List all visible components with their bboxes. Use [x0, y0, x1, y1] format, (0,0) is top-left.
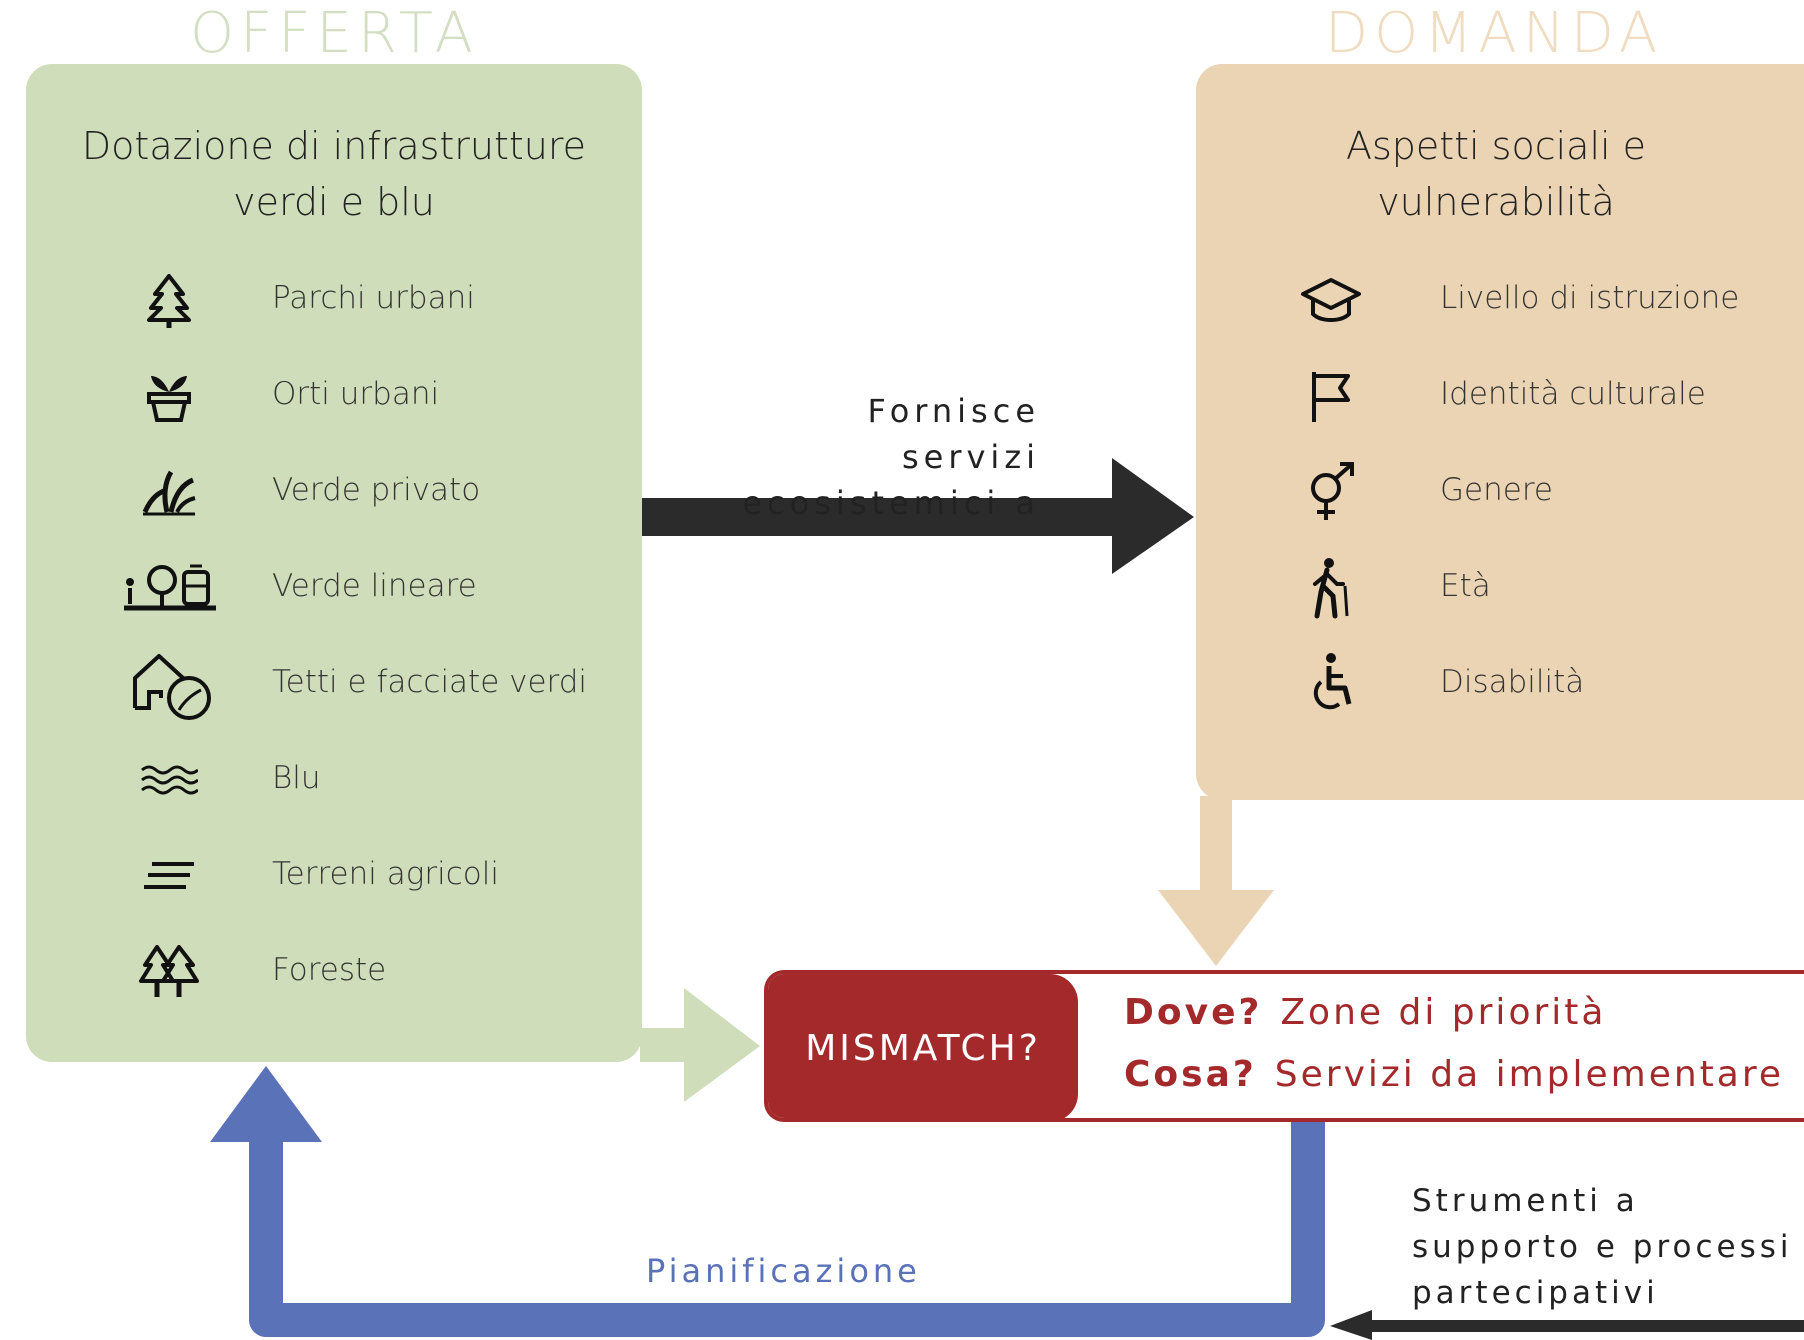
domanda-heading-text: Aspetti sociali e vulnerabilità	[1345, 124, 1647, 224]
wheelchair-icon	[1296, 653, 1366, 714]
planning-label: Pianificazione	[646, 1252, 921, 1290]
mismatch-what-question: Cosa?	[1124, 1054, 1257, 1095]
domanda-heading: Aspetti sociali e vulnerabilità	[1196, 118, 1796, 230]
tree-icon	[134, 270, 204, 330]
mismatch-where-answer: Zone di priorità	[1280, 992, 1607, 1033]
planning-loop-arrow	[210, 1066, 1325, 1337]
house-leaf-icon	[126, 654, 216, 720]
offerta-item: Verde privato	[26, 456, 642, 526]
tools-support-arrow	[1330, 1310, 1804, 1340]
potted-plant-icon	[134, 366, 204, 426]
mismatch-box: MISMATCH? Dove? Zone di priorità Cosa? Ser…	[764, 970, 1804, 1122]
domanda-item: Genere	[1196, 456, 1804, 526]
domanda-item-label: Genere	[1440, 472, 1553, 508]
offerta-item-label: Tetti e facciate verdi	[272, 664, 588, 700]
supply-to-mismatch-arrow	[640, 988, 760, 1102]
field-lines-icon	[134, 846, 204, 906]
offerta-item: Verde lineare	[26, 552, 642, 622]
mismatch-what-answer: Servizi da implementare	[1274, 1054, 1785, 1095]
domanda-panel: Aspetti sociali e vulnerabilità Livello …	[1196, 64, 1804, 800]
offerta-item-label: Orti urbani	[272, 376, 440, 412]
mismatch-what-line: Cosa? Servizi da implementare	[1124, 1054, 1784, 1095]
domanda-item: Identità culturale	[1196, 360, 1804, 430]
offerta-item-label: Parchi urbani	[272, 280, 475, 316]
mismatch-where-line: Dove? Zone di priorità	[1124, 992, 1606, 1033]
offerta-item: Foreste	[26, 936, 642, 1006]
flag-icon	[1296, 366, 1366, 426]
tree-tram-icon	[120, 558, 220, 618]
domanda-item: Età	[1196, 552, 1804, 622]
domanda-item-label: Identità culturale	[1440, 376, 1706, 412]
forest-icon	[134, 942, 204, 1002]
provides-services-label: Fornisce servizi ecosistemici a	[742, 392, 1040, 522]
mismatch-where-question: Dove?	[1124, 992, 1263, 1033]
offerta-item: Blu	[26, 744, 642, 814]
offerta-title: OFFERTA	[190, 2, 479, 66]
domanda-item-label: Disabilità	[1440, 664, 1585, 700]
graduation-cap-icon	[1296, 270, 1366, 330]
offerta-panel: Dotazione di infrastrutture verdi e blu …	[26, 64, 642, 1062]
domanda-item: Disabilità	[1196, 648, 1804, 718]
offerta-item-label: Blu	[272, 760, 321, 796]
offerta-item: Orti urbani	[26, 360, 642, 430]
provides-services-arrow	[640, 458, 1194, 574]
offerta-heading-text: Dotazione di infrastrutture verdi e blu	[81, 124, 587, 224]
offerta-item: Parchi urbani	[26, 264, 642, 334]
elderly-person-icon	[1296, 558, 1366, 619]
gender-icon	[1296, 462, 1366, 522]
waves-icon	[134, 750, 204, 810]
domanda-item-label: Livello di istruzione	[1440, 280, 1740, 316]
offerta-item-label: Foreste	[272, 952, 387, 988]
offerta-heading: Dotazione di infrastrutture verdi e blu	[26, 118, 642, 230]
offerta-item-label: Terreni agricoli	[272, 856, 499, 892]
offerta-item: Terreni agricoli	[26, 840, 642, 910]
mismatch-tag: MISMATCH?	[768, 974, 1078, 1118]
demand-to-mismatch-arrow	[1158, 796, 1274, 966]
offerta-item-label: Verde lineare	[272, 568, 477, 604]
domanda-item-label: Età	[1440, 568, 1491, 604]
grass-icon	[134, 462, 204, 522]
offerta-item-label: Verde privato	[272, 472, 481, 508]
domanda-title: DOMANDA	[1325, 2, 1664, 66]
offerta-item: Tetti e facciate verdi	[26, 648, 642, 720]
domanda-item: Livello di istruzione	[1196, 264, 1804, 334]
tools-support-label: Strumenti a supporto e processi partecip…	[1412, 1183, 1793, 1311]
